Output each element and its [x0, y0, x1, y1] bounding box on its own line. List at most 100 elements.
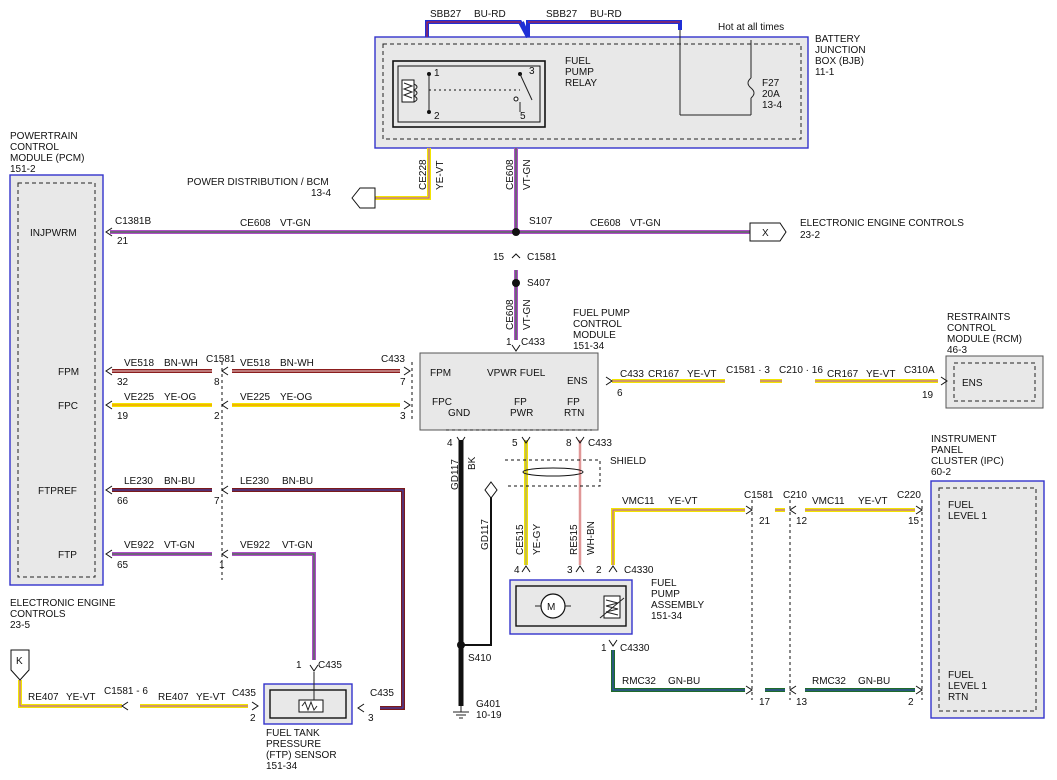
fuse-label-3: 13-4 — [762, 100, 782, 111]
ve225-b-color: YE-OG — [280, 392, 312, 403]
c435-left-label: C435 — [232, 688, 256, 699]
rmc32-a-label: RMC32 — [622, 676, 656, 687]
cr167-b-label: CR167 — [827, 369, 859, 380]
ipc-pin-15: 15 — [908, 516, 920, 527]
fuel-pump-control-module — [419, 352, 599, 431]
ftp-label-3: (FTP) SENSOR — [266, 750, 337, 761]
ipc-pin-level1: LEVEL 1 — [948, 511, 988, 522]
pcm-pin-num-65: 65 — [117, 560, 129, 571]
fpa-pin-1: 1 — [601, 643, 607, 654]
c1581-fpm-label: C1581 — [206, 354, 236, 365]
ve518-a-color: BN-WH — [164, 358, 198, 369]
c433-pin-6: 6 — [617, 388, 623, 399]
pcm-pin-num-21: 21 — [117, 236, 129, 247]
ce228-label: CE228 — [418, 159, 429, 190]
c1581-pin-1: 1 — [219, 560, 225, 571]
rcm-label-3: MODULE (RCM) — [947, 334, 1022, 345]
ipc-pin-rtn: RTN — [948, 692, 968, 703]
re407-b-label: RE407 — [158, 692, 189, 703]
rcm-label-1: RESTRAINTS — [947, 312, 1011, 323]
pcm-pin-ftp: FTP — [58, 550, 77, 561]
relay-pin-3: 3 — [529, 66, 535, 77]
rcm-label-2: CONTROL — [947, 323, 996, 334]
c210-ens-label: C210 · 16 — [779, 365, 823, 376]
ve922-a-label: VE922 — [124, 540, 154, 551]
ce228-color: YE-VT — [435, 161, 446, 190]
fpcm-pin-gnd: GND — [448, 408, 470, 419]
re407-b-color: YE-VT — [196, 692, 225, 703]
c210-pin-12: 12 — [796, 516, 808, 527]
c210-pin-13: 13 — [796, 697, 808, 708]
ve922-b-color: VT-GN — [282, 540, 313, 551]
pcm-label-4: 151-2 — [10, 164, 36, 175]
relay-pin-5: 5 — [520, 111, 526, 122]
pcm-label-2: CONTROL — [10, 142, 59, 153]
rcm-label-4: 46-3 — [947, 345, 967, 356]
ce515-color: YE-GY — [532, 524, 543, 555]
fpcm-pin-vpwr: VPWR FUEL — [487, 368, 546, 379]
c220-label: C220 — [897, 490, 921, 501]
fuse-label-1: F27 — [762, 78, 780, 89]
fpa-label-2: PUMP — [651, 589, 680, 600]
c1581-ens-label: C1581 · 3 — [726, 365, 770, 376]
ve225-b-label: VE225 — [240, 392, 270, 403]
ipc-label-4: 60-2 — [931, 467, 951, 478]
fpcm-label-2: CONTROL — [573, 319, 622, 330]
fpcm-label-1: FUEL PUMP — [573, 308, 630, 319]
cr167-a-label: CR167 — [648, 369, 680, 380]
s407-label: S407 — [527, 278, 551, 289]
shield-label: SHIELD — [610, 456, 646, 467]
le230-b-label: LE230 — [240, 476, 269, 487]
fpcm-pin-fp2: FP — [567, 397, 580, 408]
power-distribution-label: POWER DISTRIBUTION / BCM — [187, 177, 329, 188]
ipc-pin-fuel: FUEL — [948, 500, 974, 511]
c433-fp-label: C433 — [588, 438, 612, 449]
c4330-top-label: C4330 — [624, 565, 654, 576]
sbb27-right-color: BU-RD — [590, 9, 622, 20]
c1581-pin-17: 17 — [759, 697, 771, 708]
fpcm-label-3: MODULE — [573, 330, 616, 341]
ve518-a-label: VE518 — [124, 358, 154, 369]
eec-left-label-3: 23-5 — [10, 620, 30, 631]
c433-ens-label: C433 — [620, 369, 644, 380]
sbb27-right-label: SBB27 — [546, 9, 578, 20]
c435-pin-3: 3 — [368, 713, 374, 724]
re515-color: WH-BN — [586, 521, 597, 555]
c433-fpm-label: C433 — [381, 354, 405, 365]
ftp-label-4: 151-34 — [266, 761, 298, 772]
c310a-label: C310A — [904, 365, 935, 376]
fpa-label-3: ASSEMBLY — [651, 600, 704, 611]
fpa-label-1: FUEL — [651, 578, 677, 589]
rcm-pin-ens: ENS — [962, 378, 983, 389]
wires — [10, 20, 938, 719]
instrument-panel-cluster — [930, 480, 1045, 719]
c4330-bot-label: C4330 — [620, 643, 650, 654]
ftp-label-1: FUEL TANK — [266, 728, 320, 739]
c210-ipc-label: C210 — [783, 490, 807, 501]
c433-pin-5: 5 — [512, 438, 518, 449]
ce608-left-color: VT-GN — [280, 218, 311, 229]
vmc11-a-color: YE-VT — [668, 496, 697, 507]
c433-pin-8: 8 — [566, 438, 572, 449]
gd117-a-color: BK — [467, 456, 478, 470]
pcm-label-3: MODULE (PCM) — [10, 153, 84, 164]
ve518-b-color: BN-WH — [280, 358, 314, 369]
ve225-a-color: YE-OG — [164, 392, 196, 403]
fpcm-pin-pwr: PWR — [510, 408, 533, 419]
c435-pin-2: 2 — [250, 713, 256, 724]
fpcm-pin-fp: FP — [514, 397, 527, 408]
fpcm-pin-fpc: FPC — [432, 397, 452, 408]
vmc11-b-label: VMC11 — [812, 496, 845, 507]
fpa-pin-3: 3 — [567, 565, 573, 576]
rcm-pin-19: 19 — [922, 390, 934, 401]
cr167-a-color: YE-VT — [687, 369, 716, 380]
bjb-label-4: 11-1 — [815, 67, 835, 78]
gd117-a-label: GD117 — [450, 459, 461, 490]
power-distribution-ref: 13-4 — [311, 188, 331, 199]
pcm-pin-fpc: FPC — [58, 401, 78, 412]
rmc32-b-color: GN-BU — [858, 676, 890, 687]
rmc32-b-label: RMC32 — [812, 676, 846, 687]
eec-left-label-1: ELECTRONIC ENGINE — [10, 598, 116, 609]
fpa-label-4: 151-34 — [651, 611, 683, 622]
